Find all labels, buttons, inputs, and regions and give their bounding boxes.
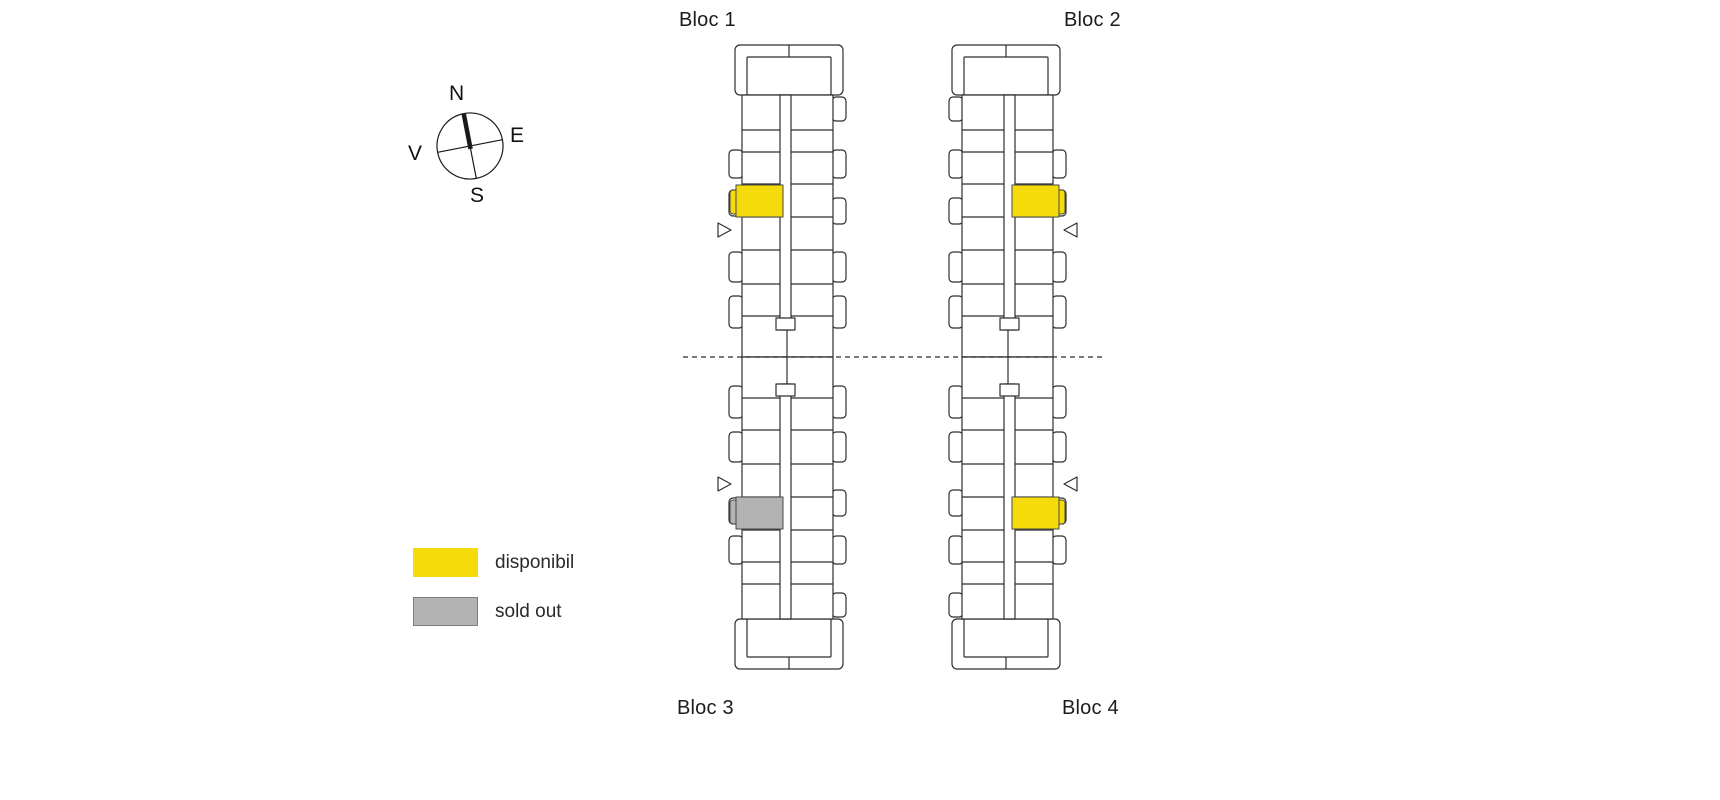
available-swatch-icon [413,548,478,577]
unit-bloc-3-sold-out [729,496,784,530]
legend-item-sold-out: sold out [413,597,673,626]
compass-needle-icon [461,113,473,150]
legend-sold-out-label: sold out [495,600,562,622]
unit-bloc-2-available[interactable] [1011,184,1066,218]
bloc-1-label: Bloc 1 [679,9,736,31]
legend: disponibil sold out [413,548,673,646]
compass-rose [436,112,504,180]
bloc-2-label: Bloc 2 [1064,9,1121,31]
compass-east-label: E [510,124,525,147]
sold-out-swatch-icon [413,597,478,626]
unit-bloc-4-available[interactable] [1011,496,1066,530]
compass-south-label: S [470,184,485,207]
bloc-4-label: Bloc 4 [1062,697,1119,719]
bloc-3-label: Bloc 3 [677,697,734,719]
compass-west-label: V [408,142,423,165]
compass-north-label: N [449,82,465,105]
legend-available-label: disponibil [495,551,575,573]
unit-bloc-1-available[interactable] [729,184,784,218]
legend-item-available: disponibil [413,548,673,577]
